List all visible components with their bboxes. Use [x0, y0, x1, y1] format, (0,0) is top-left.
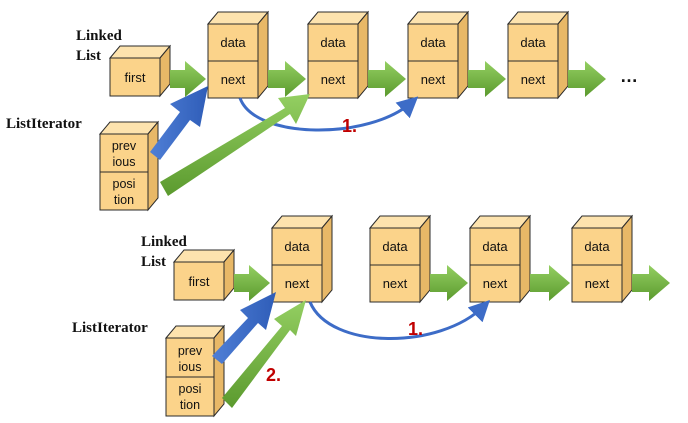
- bottom-position-label-line2: tion: [180, 398, 200, 412]
- bottom-arrow-node4-onward: [632, 265, 670, 301]
- bottom-node-1: data next: [270, 214, 334, 304]
- top-linked-list-label-line2: List: [76, 48, 101, 64]
- top-previous-label-line1: prev: [112, 139, 137, 153]
- top-node-3: data next: [406, 10, 470, 100]
- bottom-node-1-next: next: [285, 276, 310, 291]
- bottom-node-3-data: data: [482, 239, 508, 254]
- bottom-position-label-line1: posi: [179, 382, 202, 396]
- top-previous-pointer-arrow: [150, 86, 208, 160]
- bottom-linked-list-label-line1: Linked: [141, 234, 188, 250]
- top-linked-list-label: Linked List: [76, 28, 123, 64]
- top-linked-list-label-line1: Linked: [76, 28, 123, 44]
- bottom-previous-label-line2: ious: [179, 360, 202, 374]
- bottom-node-4: data next: [570, 214, 634, 304]
- bottom-node-3-next: next: [483, 276, 508, 291]
- top-arrow-node3-to-node4: [468, 61, 506, 97]
- top-node-1: data next: [206, 10, 270, 100]
- top-iterator-label: ListIterator: [6, 116, 82, 132]
- bottom-first-box: first: [172, 248, 236, 302]
- bottom-step2-label: 2.: [266, 365, 281, 385]
- bottom-node-2: data next: [368, 214, 432, 304]
- top-position-label-line1: posi: [113, 177, 136, 191]
- top-iterator-box: prev ious posi tion: [98, 120, 160, 212]
- top-diagram: Linked List first data next data next: [6, 10, 638, 212]
- top-arrow-node2-to-node3: [368, 61, 406, 97]
- top-arrow-first-to-node1: [170, 61, 206, 97]
- top-node-4-next: next: [521, 72, 546, 87]
- bottom-first-label: first: [189, 274, 210, 289]
- top-previous-label-line2: ious: [113, 155, 136, 169]
- top-node-3-data: data: [420, 35, 446, 50]
- bottom-iterator-box: prev ious posi tion: [164, 324, 226, 418]
- top-position-pointer-arrow: [160, 94, 310, 196]
- top-node-3-next: next: [421, 72, 446, 87]
- top-node-4: data next: [506, 10, 570, 100]
- bottom-node-4-next: next: [585, 276, 610, 291]
- bottom-linked-list-label-line2: List: [141, 254, 166, 270]
- bottom-node-2-data: data: [382, 239, 408, 254]
- bottom-linked-list-label: Linked List: [141, 234, 188, 270]
- top-step1-label: 1.: [342, 116, 357, 136]
- bottom-iterator-label: ListIterator: [72, 320, 148, 336]
- bottom-node-3: data next: [468, 214, 532, 304]
- top-position-label-line2: tion: [114, 193, 134, 207]
- bottom-arrow-node2-to-node3: [430, 265, 468, 301]
- top-node-4-data: data: [520, 35, 546, 50]
- top-node-2-next: next: [321, 72, 346, 87]
- bottom-node-4-data: data: [584, 239, 610, 254]
- top-node-1-data: data: [220, 35, 246, 50]
- top-ellipsis: …: [620, 66, 638, 86]
- bottom-curved-arrow-step1: [308, 300, 490, 340]
- bottom-diagram: Linked List first data next data next: [72, 214, 670, 418]
- top-first-box: first: [108, 44, 172, 98]
- top-curved-arrow-step1: [238, 96, 419, 132]
- bottom-previous-pointer-arrow: [212, 292, 276, 364]
- bottom-arrow-first-to-node1: [234, 265, 270, 301]
- bottom-previous-label-line1: prev: [178, 344, 203, 358]
- bottom-node-1-data: data: [284, 239, 310, 254]
- bottom-arrow-node3-to-node4: [530, 265, 570, 301]
- bottom-position-pointer-arrow: [222, 300, 306, 408]
- top-node-2-data: data: [320, 35, 346, 50]
- top-arrow-node1-to-node2: [268, 61, 306, 97]
- top-node-2: data next: [306, 10, 370, 100]
- bottom-step1-label: 1.: [408, 319, 423, 339]
- bottom-node-2-next: next: [383, 276, 408, 291]
- top-arrow-node4-onward: [568, 61, 606, 97]
- top-node-1-next: next: [221, 72, 246, 87]
- top-first-label: first: [125, 70, 146, 85]
